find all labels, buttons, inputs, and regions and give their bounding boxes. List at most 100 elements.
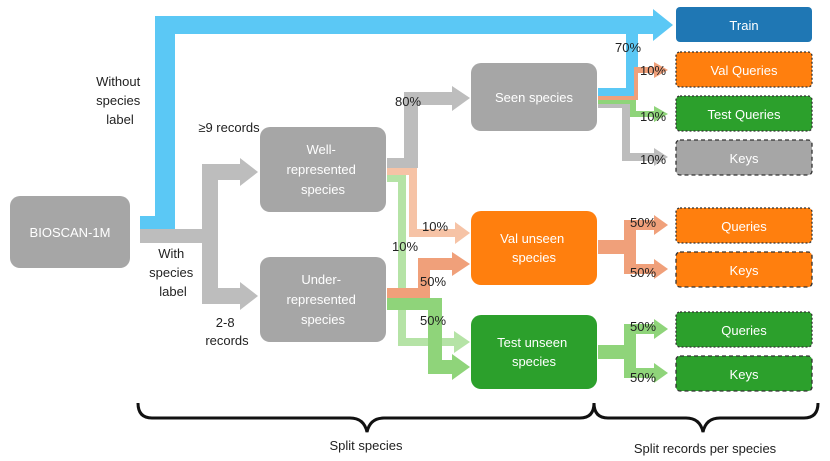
without-species-line-1: Without	[96, 74, 140, 89]
well-represented-line-1: Well-	[307, 142, 336, 157]
test-keys-label: Keys	[730, 367, 759, 382]
val-out-vertical	[624, 222, 636, 272]
seen-species-node: Seen species	[471, 63, 597, 131]
test-out-bottom	[624, 368, 656, 378]
bioscan-label: BIOSCAN-1M	[30, 225, 111, 240]
seen-keys-stub	[598, 104, 628, 108]
without-species-line-3: label	[106, 112, 134, 127]
val-out-bottom-arrowhead	[654, 259, 668, 279]
seen-species-box	[471, 63, 597, 131]
pct-10-mid-label: 10%	[422, 219, 448, 234]
pct-10-testq-label: 10%	[640, 109, 666, 124]
test-queries-short-label: Queries	[721, 323, 767, 338]
val-out-top-arrowhead	[654, 215, 668, 235]
val-unseen-line-1: Val unseen	[500, 231, 564, 246]
well-to-seen-flow	[387, 86, 470, 168]
under-test-horizontal	[428, 360, 454, 374]
seen-valq-horizontal	[634, 67, 656, 73]
keys-gray-label: Keys	[730, 151, 759, 166]
well-test-vertical	[398, 175, 406, 345]
test-out-bottom-arrowhead	[654, 363, 668, 383]
pct-10-valq-label: 10%	[640, 63, 666, 78]
well-val-stub	[387, 168, 415, 175]
under-represented-line-2: represented	[286, 292, 355, 307]
val-keys-output: Keys	[675, 251, 813, 288]
blue-flow-arrowhead	[653, 9, 673, 41]
under-represented-node: Under- represented species	[260, 257, 386, 342]
pct-10-keys-label: 10%	[640, 152, 666, 167]
test-to-outputs-flow	[598, 319, 668, 383]
val-out-stub	[598, 240, 628, 254]
seen-testq-arrowhead	[654, 106, 668, 122]
test-out-top-arrowhead	[654, 319, 668, 339]
under-to-val-flow	[387, 252, 470, 298]
well-represented-line-2: represented	[286, 162, 355, 177]
well-represented-box	[260, 127, 386, 212]
val-queries-short-label: Queries	[721, 219, 767, 234]
val-queries-output: Val Queries	[675, 51, 813, 88]
well-val-vertical	[409, 168, 417, 236]
test-queries-box	[675, 95, 813, 132]
train-box	[676, 7, 812, 42]
with-species-line-3: label	[159, 284, 187, 299]
pct-50-q-test-label: 50%	[630, 319, 656, 334]
seen-keys-arrowhead	[654, 148, 668, 166]
seen-to-outputs-flow	[598, 30, 668, 166]
under-val-vertical	[418, 262, 430, 298]
seen-train-stub	[598, 88, 634, 96]
val-to-outputs-flow	[598, 215, 668, 279]
under-test-stub	[387, 298, 435, 310]
blue-flow-stub	[140, 216, 175, 229]
pct-50-k-test-label: 50%	[630, 370, 656, 385]
gray-flow-vertical	[202, 164, 218, 304]
seen-valq-vertical	[634, 70, 638, 100]
val-queries-short-box	[675, 207, 813, 244]
val-unseen-box	[471, 211, 597, 285]
val-queries-label: Val Queries	[711, 63, 778, 78]
seen-keys-vertical	[622, 104, 630, 160]
well-represented-line-3: species	[301, 182, 346, 197]
under-val-arrowhead	[452, 252, 470, 276]
well-val-horizontal	[409, 229, 457, 237]
with-species-line-1: With	[158, 246, 184, 261]
keys-gray-output: Keys	[675, 139, 813, 176]
test-queries-short-output: Queries	[675, 311, 813, 348]
pct-50-test-label: 50%	[420, 313, 446, 328]
gray-flow-bottom-arrowhead	[240, 282, 258, 310]
train-label: Train	[729, 18, 758, 33]
pct-80-label: 80%	[395, 94, 421, 109]
well-represented-label: Well- represented species	[286, 142, 359, 197]
pct-50-k-val-label: 50%	[630, 265, 656, 280]
blue-flow-vertical	[155, 16, 175, 229]
bioscan-box	[10, 196, 130, 268]
pct-70-label: 70%	[615, 40, 641, 55]
split-species-brace	[136, 402, 596, 433]
seen-testq-horizontal	[630, 111, 656, 117]
records-2-8-line-1: 2-8	[216, 315, 235, 330]
with-species-line-2: species	[149, 265, 194, 280]
well-to-val-flow	[387, 168, 470, 244]
seen-keys-horizontal	[622, 153, 656, 161]
test-unseen-line-1: Test unseen	[497, 335, 567, 350]
val-unseen-node: Val unseen species	[471, 211, 597, 285]
train-output: Train	[676, 7, 812, 42]
val-keys-box	[675, 251, 813, 288]
val-out-top	[624, 220, 656, 230]
without-label-flow	[140, 9, 673, 229]
val-unseen-line-2: species	[512, 250, 557, 265]
well-seen-stub	[387, 158, 407, 168]
val-out-bottom	[624, 264, 656, 274]
split-records-brace	[592, 402, 820, 433]
under-represented-label: Under- represented species	[286, 272, 359, 327]
test-unseen-line-2: species	[512, 354, 557, 369]
test-queries-output: Test Queries	[675, 95, 813, 132]
gray-flow-stub	[140, 229, 202, 243]
well-represented-node: Well- represented species	[260, 127, 386, 212]
blue-flow-horizontal	[155, 16, 655, 34]
under-represented-line-3: species	[301, 312, 346, 327]
pct-10-left-label: 10%	[392, 239, 418, 254]
test-queries-short-box	[675, 311, 813, 348]
under-val-stub	[387, 288, 425, 298]
well-to-test-flow	[387, 175, 470, 353]
